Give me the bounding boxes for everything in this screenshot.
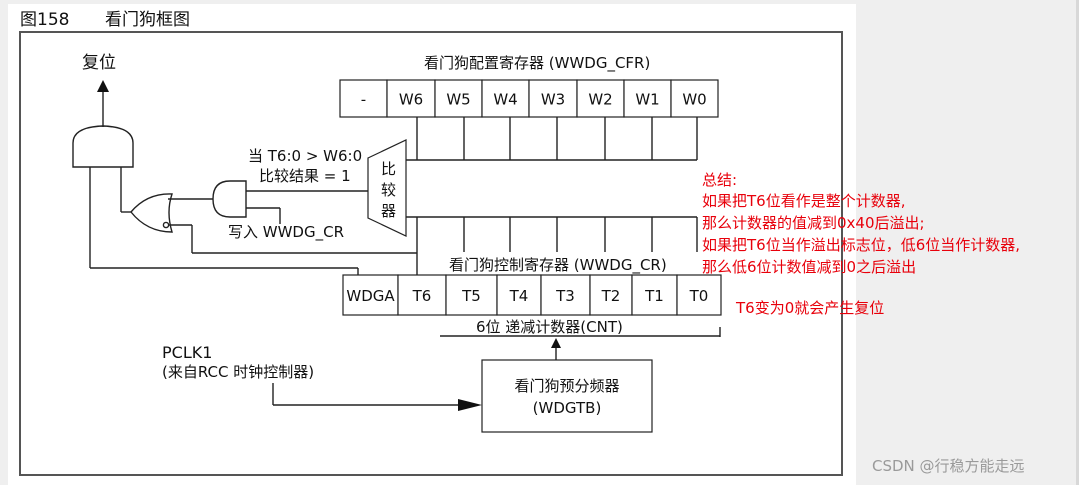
write-cr-label: 写入 WWDG_CR xyxy=(228,223,344,242)
cr-cell-border xyxy=(676,274,722,316)
cr-cell-border xyxy=(342,274,399,316)
reset-arrow-head-icon xyxy=(97,80,109,92)
cr-cell-border xyxy=(589,274,633,316)
note-line-3: 如果把T6位当作溢出标志位，低6位当作计数器, xyxy=(702,236,1020,254)
compare-and-gate-icon xyxy=(212,180,247,218)
cfr-register: - W6 W5 W4 W3 W2 W1 W0 xyxy=(339,79,719,118)
cfr-bit-label: W3 xyxy=(541,91,565,109)
cr-register: WDGA T6 T5 T4 T3 T2 T1 T0 xyxy=(342,274,722,316)
cr-register-title: 看门狗控制寄存器 (WWDG_CR) xyxy=(449,256,667,275)
cfr-cell: W1 xyxy=(623,79,672,118)
pclk-arrow-head-icon xyxy=(458,399,482,411)
comparator-block xyxy=(367,139,407,237)
cr-bit-label: T0 xyxy=(689,287,709,305)
note-line-2: 那么计数器的值减到0x40后溢出; xyxy=(702,214,925,232)
cr-cell: T5 xyxy=(445,274,498,316)
compare-result-text: 比较结果 = 1 xyxy=(259,167,351,185)
cr-cell: T1 xyxy=(631,274,678,316)
cfr-cell-border xyxy=(386,79,436,118)
figure-title: 看门狗框图 xyxy=(105,10,190,30)
cfr-bit-label: W6 xyxy=(399,91,423,109)
cfr-bit-label: W1 xyxy=(635,91,659,109)
diagram-frame xyxy=(19,31,843,476)
cr-cell-border xyxy=(631,274,678,316)
cfr-cell-border xyxy=(670,79,719,118)
note-line-4: 那么低6位计数值减到0之后溢出 xyxy=(702,258,916,276)
cr-cell: T6 xyxy=(397,274,447,316)
cfr-cell: W3 xyxy=(528,79,578,118)
cr-cell: WDGA xyxy=(342,274,399,316)
comparator-char-1: 比 xyxy=(381,160,396,178)
cr-cell: T0 xyxy=(676,274,722,316)
cfr-cell: - xyxy=(339,79,388,118)
compare-condition-text: 当 T6:0 > W6:0 xyxy=(248,147,362,165)
counter-arrow-head-icon xyxy=(551,338,561,348)
comparator-char-2: 较 xyxy=(381,181,396,199)
watermark: CSDN @行稳方能走远 xyxy=(872,457,1025,475)
note-summary-title: 总结: xyxy=(702,171,737,189)
cr-bit-label: T6 xyxy=(412,287,432,305)
or-gate-inverter-bubble-icon xyxy=(162,221,170,229)
scrollbar[interactable] xyxy=(1076,0,1079,485)
cfr-bit-label: W2 xyxy=(588,91,612,109)
cr-cell-border xyxy=(445,274,498,316)
prescaler-title: 看门狗预分频器 xyxy=(514,377,619,395)
cfr-cell-border xyxy=(339,79,388,118)
cr-cell: T3 xyxy=(540,274,591,316)
pclk-source-label: (来自RCC 时钟控制器) xyxy=(162,363,314,381)
figure-number: 图158 xyxy=(20,10,69,30)
cr-cell: T4 xyxy=(496,274,542,316)
reset-and-gate-icon xyxy=(72,125,134,168)
cr-cell-border xyxy=(496,274,542,316)
cfr-cell: W6 xyxy=(386,79,436,118)
cfr-bit-label: - xyxy=(361,91,366,109)
note-line-1: 如果把T6位看作是整个计数器, xyxy=(702,192,905,210)
cr-bit-label: T1 xyxy=(644,287,664,305)
cr-cell-border xyxy=(397,274,447,316)
counter-label: 6位 递减计数器(CNT) xyxy=(476,318,623,336)
cr-bit-label: T5 xyxy=(461,287,481,305)
reset-label: 复位 xyxy=(82,53,116,73)
prescaler-subtitle: (WDGTB) xyxy=(533,399,602,417)
cfr-cell-border xyxy=(576,79,625,118)
cfr-bus-lines xyxy=(406,117,698,161)
cfr-bit-label: W5 xyxy=(446,91,470,109)
cfr-cell: W4 xyxy=(481,79,530,118)
cfr-cell: W5 xyxy=(434,79,483,118)
cr-bit-label: T2 xyxy=(601,287,621,305)
cfr-cell-border xyxy=(434,79,483,118)
cfr-bit-label: W0 xyxy=(682,91,706,109)
cr-bus-lines xyxy=(406,216,698,275)
cfr-cell: W0 xyxy=(670,79,719,118)
cr-cell: T2 xyxy=(589,274,633,316)
cfr-register-title: 看门狗配置寄存器 (WWDG_CFR) xyxy=(424,54,650,73)
cr-bit-label: T3 xyxy=(555,287,575,305)
note-reset: T6变为0就会产生复位 xyxy=(735,299,884,317)
cr-cell-border xyxy=(540,274,591,316)
cr-bit-label: T4 xyxy=(509,287,529,305)
or-gate-icon xyxy=(130,193,173,233)
prescaler-block xyxy=(481,359,653,433)
cfr-cell: W2 xyxy=(576,79,625,118)
comparator-char-3: 器 xyxy=(381,202,396,220)
cr-bit-label: WDGA xyxy=(346,287,395,305)
cfr-bit-label: W4 xyxy=(493,91,517,109)
pclk-label: PCLK1 xyxy=(162,343,212,362)
